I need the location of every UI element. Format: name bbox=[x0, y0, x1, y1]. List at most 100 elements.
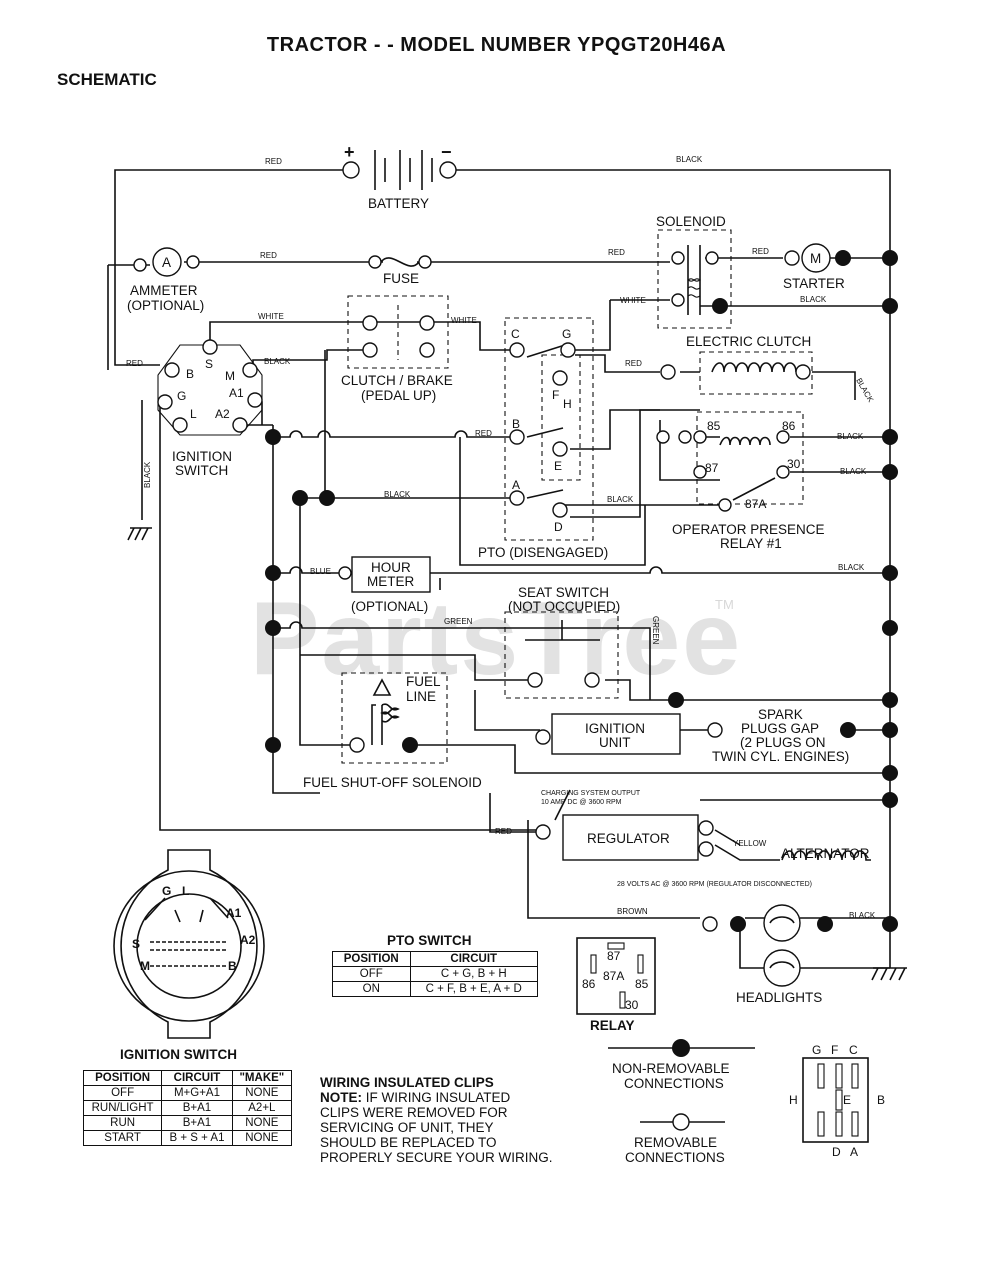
relay-diagram: 87 87A 86 85 30 RELAY bbox=[576, 937, 656, 1033]
notes-line-4: SHOULD BE REPLACED TO bbox=[320, 1135, 497, 1150]
svg-text:B: B bbox=[512, 417, 520, 431]
svg-text:B: B bbox=[228, 959, 237, 973]
svg-text:CONNECTIONS: CONNECTIONS bbox=[624, 1076, 724, 1091]
table-row: RUN B+A1 NONE bbox=[82, 1115, 293, 1131]
svg-text:BLACK: BLACK bbox=[849, 911, 876, 920]
fuel-line-label: FUEL bbox=[406, 674, 441, 689]
battery-plus: + bbox=[344, 142, 355, 162]
svg-text:BLACK: BLACK bbox=[676, 155, 703, 164]
svg-text:(OPTIONAL): (OPTIONAL) bbox=[351, 599, 428, 614]
svg-text:A: A bbox=[850, 1145, 858, 1159]
svg-text:(NOT OCCUPIED): (NOT OCCUPIED) bbox=[508, 599, 620, 614]
svg-text:87A: 87A bbox=[745, 497, 766, 511]
pto-table-caption: PTO SWITCH bbox=[387, 933, 472, 948]
svg-text:86: 86 bbox=[782, 419, 796, 433]
table-row: RUN/LIGHT B+A1 A2+L bbox=[82, 1100, 293, 1116]
ignition-unit-label: IGNITION bbox=[585, 721, 645, 736]
svg-text:BLACK: BLACK bbox=[840, 467, 867, 476]
svg-text:85: 85 bbox=[635, 977, 649, 991]
operator-presence-relay: 85 86 87 30 87A OPERATOR PRESENCE RELAY … bbox=[656, 419, 825, 551]
svg-text:WHITE: WHITE bbox=[258, 312, 284, 321]
svg-text:87A: 87A bbox=[603, 969, 624, 983]
legend: NON-REMOVABLE CONNECTIONS REMOVABLE CONN… bbox=[608, 1039, 755, 1165]
svg-text:GREEN: GREEN bbox=[444, 617, 473, 626]
ignition-switch-diagram: G L A1 S A2 M B bbox=[113, 849, 265, 1039]
svg-text:RED: RED bbox=[260, 251, 277, 260]
charging-output: CHARGING SYSTEM OUTPUT bbox=[541, 790, 641, 797]
svg-text:C: C bbox=[849, 1043, 858, 1057]
svg-text:30: 30 bbox=[625, 998, 639, 1012]
svg-text:D: D bbox=[554, 520, 563, 534]
pto-header-position: POSITION bbox=[332, 951, 411, 967]
ignition-switch: S B M G A1 L A2 IGNITION SWITCH bbox=[127, 339, 263, 541]
page-title: TRACTOR - - MODEL NUMBER YPQGT20H46A bbox=[266, 34, 727, 56]
battery: + − BATTERY bbox=[342, 142, 457, 211]
clutch-brake-label: CLUTCH / BRAKE bbox=[341, 373, 453, 388]
notes-line-1: NOTE: IF WIRING INSULATED bbox=[320, 1090, 511, 1105]
fuel-solenoid-label: FUEL SHUT-OFF SOLENOID bbox=[303, 775, 482, 790]
svg-text:C: C bbox=[511, 327, 520, 341]
svg-text:H: H bbox=[563, 397, 572, 411]
legend-non-removable: NON-REMOVABLE bbox=[612, 1061, 730, 1076]
hour-meter-label: HOUR bbox=[371, 560, 411, 575]
electric-clutch: ELECTRIC CLUTCH bbox=[660, 334, 811, 380]
dashed-enclosures bbox=[341, 229, 813, 764]
alternator: ALTERNATOR 28 VOLTS AC @ 3600 RPM (REGUL… bbox=[617, 846, 871, 888]
ammeter: A AMMETER (OPTIONAL) bbox=[127, 247, 204, 313]
ign-header-circuit: CIRCUIT bbox=[161, 1070, 233, 1086]
svg-text:UNIT: UNIT bbox=[599, 735, 631, 750]
notes-line-3: SERVICING OF UNIT, THEY bbox=[320, 1120, 494, 1135]
svg-text:D: D bbox=[832, 1145, 841, 1159]
svg-text:L: L bbox=[190, 407, 197, 421]
svg-text:BLACK: BLACK bbox=[800, 295, 827, 304]
svg-text:BLUE: BLUE bbox=[310, 567, 331, 576]
fuel-shutoff-solenoid: FUEL LINE FUEL SHUT-OFF SOLENOID bbox=[303, 674, 482, 790]
ignition-switch-table: POSITION CIRCUIT "MAKE" OFF M+G+A1 NONE … bbox=[82, 1070, 293, 1146]
fuse-label: FUSE bbox=[383, 271, 419, 286]
battery-label: BATTERY bbox=[368, 196, 429, 211]
svg-text:RED: RED bbox=[752, 247, 769, 256]
ammeter-symbol: A bbox=[162, 255, 171, 270]
ign-header-position: POSITION bbox=[82, 1070, 163, 1086]
svg-text:(2 PLUGS ON: (2 PLUGS ON bbox=[740, 735, 826, 750]
svg-text:RED: RED bbox=[608, 248, 625, 257]
table-row: OFF C + G, B + H bbox=[332, 966, 538, 982]
svg-text:SWITCH: SWITCH bbox=[175, 463, 228, 478]
headlights-label: HEADLIGHTS bbox=[736, 990, 822, 1005]
svg-text:S: S bbox=[205, 357, 213, 371]
watermark: PartsTree bbox=[250, 581, 743, 697]
regulator: REGULATOR CHARGING SYSTEM OUTPUT 10 AMP … bbox=[535, 790, 714, 861]
svg-text:RED: RED bbox=[495, 827, 512, 836]
svg-text:WHITE: WHITE bbox=[451, 316, 477, 325]
wiring-notes: WIRING INSULATED CLIPS NOTE: IF WIRING I… bbox=[320, 1075, 600, 1165]
table-row: ON C + F, B + E, A + D bbox=[332, 981, 538, 997]
svg-text:WHITE: WHITE bbox=[620, 296, 646, 305]
relay-label: OPERATOR PRESENCE bbox=[672, 522, 825, 537]
svg-text:F: F bbox=[552, 388, 559, 402]
svg-text:LINE: LINE bbox=[406, 689, 436, 704]
regulator-label: REGULATOR bbox=[587, 831, 670, 846]
ammeter-optional: (OPTIONAL) bbox=[127, 298, 204, 313]
notes-line-2: CLIPS WERE REMOVED FOR bbox=[320, 1105, 508, 1120]
clutch-brake-sub: (PEDAL UP) bbox=[361, 388, 436, 403]
notes-heading: WIRING INSULATED CLIPS bbox=[320, 1075, 494, 1090]
alternator-label: ALTERNATOR bbox=[781, 846, 870, 861]
seat-switch-label: SEAT SWITCH bbox=[518, 585, 609, 600]
svg-text:G: G bbox=[177, 389, 186, 403]
svg-text:E: E bbox=[843, 1093, 851, 1107]
pto-switch-table: POSITION CIRCUIT OFF C + G, B + H ON C +… bbox=[332, 951, 538, 997]
starter: M STARTER bbox=[783, 243, 851, 291]
ign-header-make: "MAKE" bbox=[231, 1070, 293, 1086]
svg-text:TWIN CYL. ENGINES): TWIN CYL. ENGINES) bbox=[712, 749, 849, 764]
svg-text:RELAY #1: RELAY #1 bbox=[720, 536, 782, 551]
svg-text:BLACK: BLACK bbox=[384, 490, 411, 499]
svg-text:BROWN: BROWN bbox=[617, 907, 648, 916]
relay-diagram-label: RELAY bbox=[590, 1018, 635, 1033]
clutch-brake-switch: CLUTCH / BRAKE (PEDAL UP) bbox=[341, 305, 453, 403]
junction-dots bbox=[265, 250, 898, 932]
svg-text:86: 86 bbox=[582, 977, 596, 991]
svg-text:A2: A2 bbox=[240, 933, 256, 947]
ignition-unit: IGNITION UNIT SPARK PLUGS GAP (2 PLUGS O… bbox=[535, 707, 856, 764]
svg-text:B: B bbox=[186, 367, 194, 381]
svg-text:BLACK: BLACK bbox=[854, 377, 875, 405]
